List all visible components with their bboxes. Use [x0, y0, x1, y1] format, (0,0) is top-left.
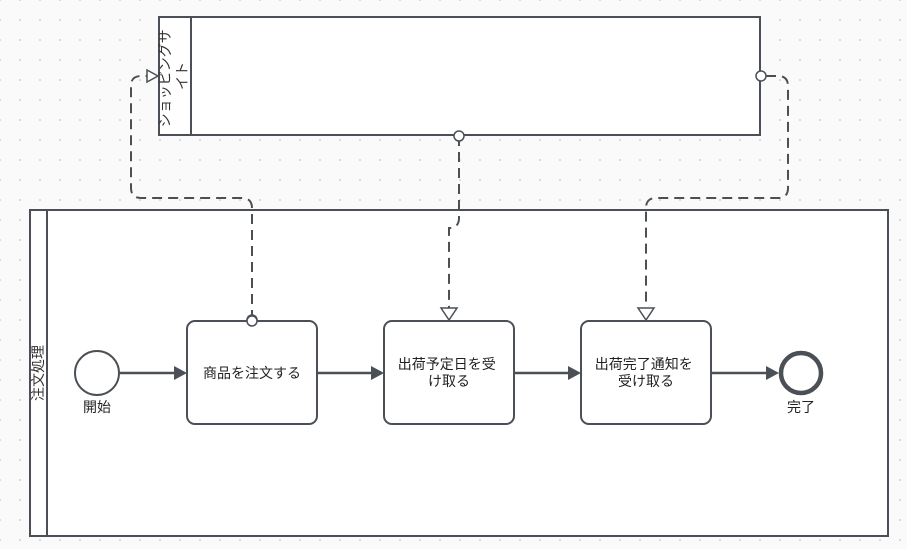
task-place-order-label: 商品を注文する [203, 366, 301, 382]
sequence-flow-start-to-order-arrowhead [174, 366, 187, 380]
end-event-circle [778, 350, 824, 396]
start-event-circle [74, 350, 120, 396]
task-receive-ship-notice-label: 出荷完了通知を 受け取る [595, 356, 697, 390]
task-receive-ship-notice-label-line2: 受け取る [618, 374, 674, 390]
task-receive-ship-date-label: 出荷予定日を受 け取る [398, 357, 500, 390]
message-flow-order-arrowhead [146, 68, 160, 84]
message-flows [130, 68, 789, 326]
pool-shopping-site-label: ショッピングサ イト [158, 25, 191, 127]
pool-order-processing-label: 注文処理 [31, 345, 47, 401]
sequence-flows [120, 366, 779, 380]
message-flow-ship-date-origin [453, 130, 465, 142]
message-flow-order-origin-marker [246, 315, 258, 327]
end-event[interactable]: 完了 [778, 350, 824, 416]
task-receive-ship-notice-label-line1: 出荷完了通知を [595, 356, 693, 373]
task-receive-ship-notice[interactable]: 出荷完了通知を 受け取る [580, 320, 712, 425]
pool-shopping-site-label-line2: イト [175, 62, 191, 90]
task-receive-ship-date-label-line2: け取る [428, 374, 470, 390]
message-flow-ship-notice[interactable] [645, 75, 789, 308]
message-flow-ship-date[interactable] [448, 136, 460, 308]
sequence-flow-shipdate-to-notice-arrowhead [568, 366, 581, 380]
task-place-order[interactable]: 商品を注文する [186, 320, 318, 425]
pool-shopping-site-label-line1: ショッピングサ [158, 29, 174, 127]
start-event-label: 開始 [83, 400, 111, 416]
message-flow-order[interactable] [130, 75, 253, 320]
end-event-label: 完了 [787, 400, 815, 416]
pool-shopping-site[interactable]: ショッピングサ イト [158, 16, 761, 136]
sequence-flow-notice-to-end-arrowhead [766, 366, 779, 380]
message-flow-ship-date-arrowhead [439, 307, 459, 322]
start-event[interactable]: 開始 [74, 350, 120, 416]
message-flow-ship-notice-arrowhead [636, 307, 656, 322]
task-receive-ship-date-label-line1: 出荷予定日を受 [398, 357, 496, 373]
message-flow-ship-notice-origin [755, 70, 767, 82]
sequence-flow-order-to-shipdate-arrowhead [371, 366, 384, 380]
task-receive-ship-date[interactable]: 出荷予定日を受 け取る [383, 320, 515, 425]
